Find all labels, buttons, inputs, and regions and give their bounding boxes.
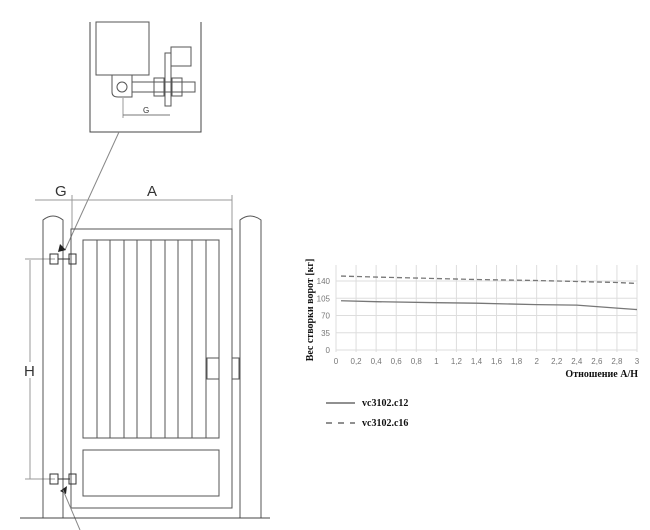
y-axis-label: Вес створки ворот [кг] xyxy=(305,259,316,362)
hinge-detail: G xyxy=(64,21,202,251)
x-tick-label: 3 xyxy=(635,357,640,366)
x-tick-label: 0,4 xyxy=(371,357,383,366)
detail-label-g: G xyxy=(143,106,149,115)
y-tick-label: 140 xyxy=(317,277,331,286)
left-post xyxy=(42,215,64,518)
x-tick-label: 2 xyxy=(534,357,539,366)
x-tick-label: 2,6 xyxy=(591,357,603,366)
x-tick-label: 2,4 xyxy=(571,357,583,366)
x-tick-label: 0,8 xyxy=(411,357,423,366)
x-tick-label: 0 xyxy=(334,357,339,366)
x-tick-label: 1,8 xyxy=(511,357,523,366)
x-tick-label: 0,2 xyxy=(351,357,363,366)
legend-label: vc3102.c16 xyxy=(362,418,408,429)
label-g: G xyxy=(55,183,67,200)
x-tick-label: 1,4 xyxy=(471,357,483,366)
series-line-vc3102.c12 xyxy=(340,300,638,311)
x-tick-label: 1,2 xyxy=(451,357,463,366)
x-tick-label: 2,8 xyxy=(611,357,623,366)
y-tick-label: 35 xyxy=(321,329,330,338)
x-axis-label: Отношение A/H xyxy=(565,369,638,380)
gate-leaf xyxy=(70,228,240,509)
hinge-bottom xyxy=(49,473,77,485)
y-tick-label: 70 xyxy=(321,312,330,321)
series-line-vc3102.c16 xyxy=(340,275,638,285)
y-tick-label: 0 xyxy=(326,346,331,355)
right-post xyxy=(239,215,262,518)
x-tick-label: 2,2 xyxy=(551,357,563,366)
x-tick-label: 1,6 xyxy=(491,357,503,366)
label-h: H xyxy=(24,363,35,380)
y-tick-label: 105 xyxy=(317,294,331,303)
label-a: A xyxy=(147,183,157,200)
legend-label: vc3102.c12 xyxy=(362,398,408,409)
x-tick-label: 0,6 xyxy=(391,357,403,366)
x-tick-label: 1 xyxy=(434,357,439,366)
hinge-top xyxy=(49,253,77,265)
